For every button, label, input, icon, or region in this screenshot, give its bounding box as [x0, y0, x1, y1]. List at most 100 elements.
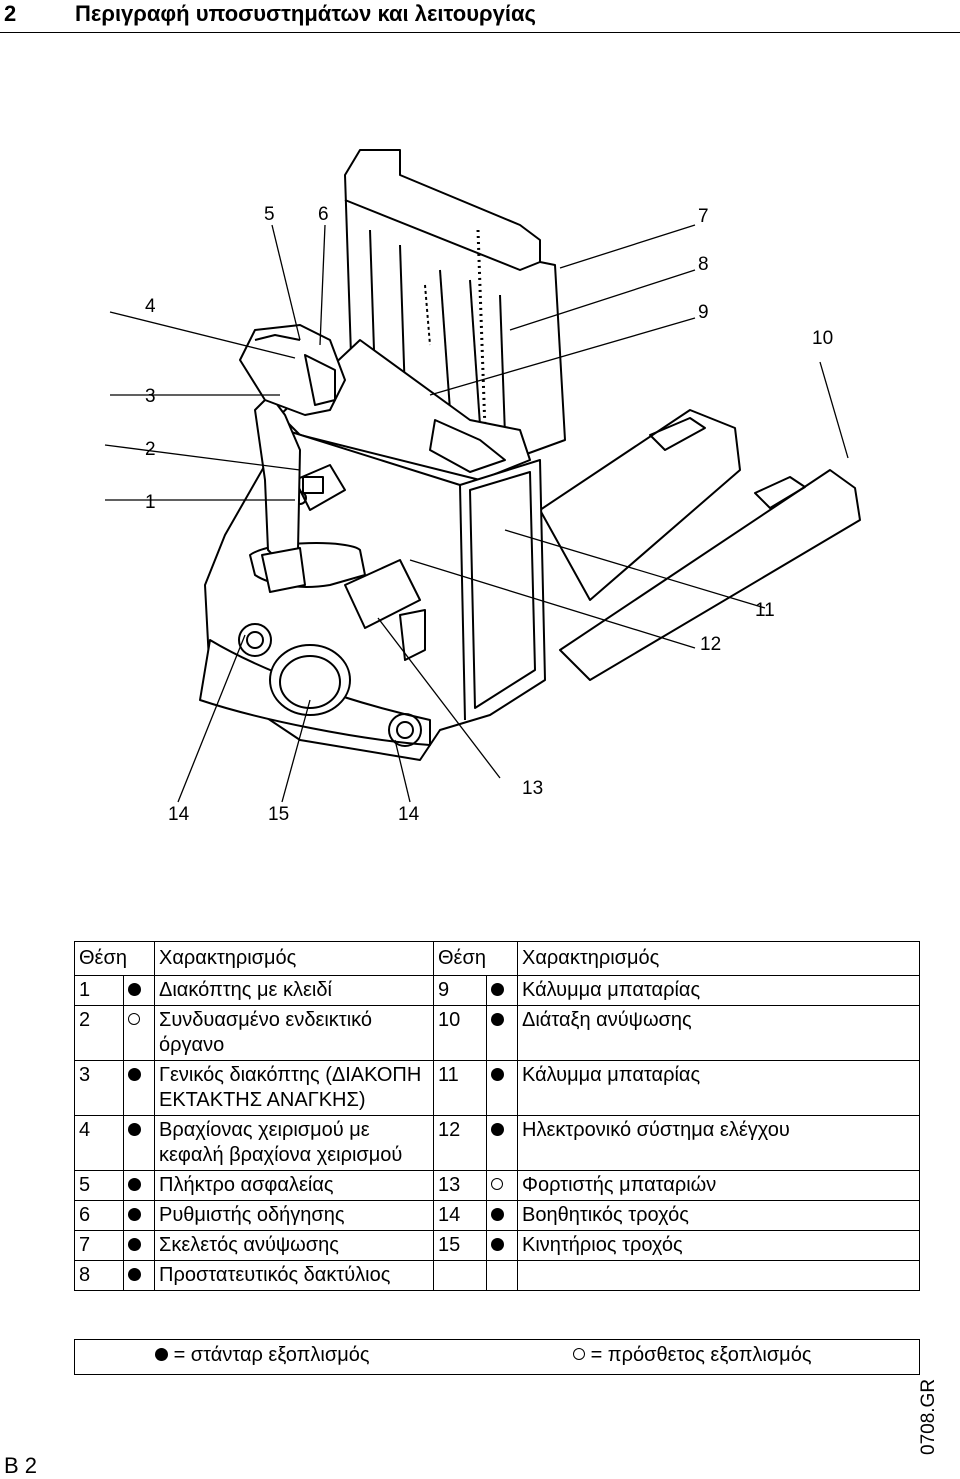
truck-drawing: 1 2 3 4 5 6 7 8 9 10 11 12 13 14 15 14: [104, 149, 861, 825]
position-cell-2: 10: [433, 1005, 487, 1061]
position-cell-2: 15: [433, 1230, 487, 1261]
description-cell-2: Κάλυμμα μπαταρίας: [517, 1060, 920, 1116]
equipment-type-cell-2: [486, 1260, 518, 1291]
chapter-title: Περιγραφή υποσυστημάτων και λειτουργίας: [75, 1, 536, 26]
filled-dot-icon: [491, 1067, 504, 1081]
table-row: 8 Προστατευτικός δακτύλιος: [74, 1260, 920, 1291]
position-cell: 3: [74, 1060, 124, 1116]
callout-14-right: 14: [398, 804, 420, 825]
callout-10: 10: [812, 328, 833, 349]
open-circle-icon: [491, 1178, 503, 1191]
filled-dot-icon: [491, 1012, 504, 1026]
legend-optional-text: = πρόσθετος εξοπλισμός: [590, 1344, 812, 1366]
chapter-number: 2: [4, 1, 17, 26]
document-id: 0708.GR: [918, 1378, 939, 1455]
equipment-type-cell: [123, 1115, 155, 1171]
description-cell-2: [517, 1260, 920, 1291]
filled-dot-icon: [128, 1067, 141, 1081]
filled-dot-icon: [491, 982, 504, 996]
callout-2: 2: [145, 439, 156, 460]
equipment-type-cell-2: [486, 1115, 518, 1171]
description-cell: Συνδυασμένο ενδεικτικό όργανο: [154, 1005, 434, 1061]
equipment-type-cell-2: [486, 1200, 518, 1231]
legend-standard: = στάνταρ εξοπλισμός: [155, 1344, 369, 1367]
position-cell-2: 9: [433, 975, 487, 1006]
equipment-type-cell: [123, 1170, 155, 1201]
equipment-type-cell-2: [486, 1230, 518, 1261]
callout-11: 11: [755, 600, 775, 621]
position-cell-2: [433, 1260, 487, 1291]
equipment-type-cell: [123, 1200, 155, 1231]
description-cell: Προστατευτικός δακτύλιος: [154, 1260, 434, 1291]
filled-dot-icon: [491, 1207, 504, 1221]
equipment-type-cell-2: [486, 1170, 518, 1201]
position-cell-2: 11: [433, 1060, 487, 1116]
equipment-type-cell-2: [486, 975, 518, 1006]
equipment-type-cell: [123, 1060, 155, 1116]
filled-dot-icon: [155, 1347, 168, 1361]
callout-8: 8: [698, 254, 709, 275]
filled-dot-icon: [491, 1122, 504, 1136]
filled-dot-icon: [128, 1122, 141, 1136]
description-cell-2: Ηλεκτρονικό σύστημα ελέγχου: [517, 1115, 920, 1171]
position-cell: 5: [74, 1170, 124, 1201]
filled-dot-icon: [128, 1237, 141, 1251]
description-cell: Ρυθμιστής οδήγησης: [154, 1200, 434, 1231]
equipment-type-cell-2: [486, 1060, 518, 1116]
callout-3: 3: [145, 386, 156, 407]
callout-7: 7: [698, 206, 709, 227]
description-cell: Σκελετός ανύψωσης: [154, 1230, 434, 1261]
header-description: Χαρακτηρισμός: [154, 941, 434, 976]
description-cell: Διακόπτης με κλειδί: [154, 975, 434, 1006]
position-cell-2: 13: [433, 1170, 487, 1201]
callout-14-left: 14: [168, 804, 190, 825]
header-description-2: Χαρακτηρισμός: [517, 941, 920, 976]
equipment-type-cell: [123, 1230, 155, 1261]
callout-leaders: [104, 224, 849, 803]
callout-1: 1: [145, 492, 156, 513]
position-cell: 7: [74, 1230, 124, 1261]
equipment-type-cell-2: [486, 1005, 518, 1061]
description-cell-2: Κάλυμμα μπαταρίας: [517, 975, 920, 1006]
description-cell-2: Βοηθητικός τροχός: [517, 1200, 920, 1231]
open-circle-icon: [573, 1348, 585, 1361]
open-circle-icon: [128, 1013, 140, 1026]
position-cell: 1: [74, 975, 124, 1006]
callout-13: 13: [522, 778, 543, 799]
filled-dot-icon: [128, 1207, 141, 1221]
filled-dot-icon: [128, 1177, 141, 1191]
page-number: B 2: [4, 1453, 38, 1478]
equipment-type-cell: [123, 1260, 155, 1291]
equipment-type-cell: [123, 1005, 155, 1061]
table-header-row: Θέση Χαρακτηρισμός Θέση Χαρακτηρισμός: [74, 941, 920, 976]
truck-illustration: 1 2 3 4 5 6 7 8 9 10 11 12 13 14 15 14: [0, 40, 960, 890]
description-cell: Βραχίονας χειρισμού με κεφαλή βραχίονα χ…: [154, 1115, 434, 1171]
header-position-2: Θέση: [433, 941, 518, 976]
legend: = στάνταρ εξοπλισμός = πρόσθετος εξοπλισ…: [74, 1339, 920, 1375]
tiller-arm: [239, 324, 346, 593]
callout-6: 6: [318, 204, 329, 225]
callout-4: 4: [145, 296, 156, 317]
description-cell: Πλήκτρο ασφαλείας: [154, 1170, 434, 1201]
filled-dot-icon: [491, 1237, 504, 1251]
position-cell: 2: [74, 1005, 124, 1061]
position-cell: 6: [74, 1200, 124, 1231]
callout-12: 12: [700, 634, 721, 655]
callout-15: 15: [268, 804, 289, 825]
description-cell-2: Κινητήριος τροχός: [517, 1230, 920, 1261]
callout-labels: 1 2 3 4 5 6 7 8 9 10 11 12 13 14 15 14: [145, 204, 833, 825]
position-cell-2: 14: [433, 1200, 487, 1231]
callout-5: 5: [264, 204, 275, 225]
filled-dot-icon: [128, 982, 141, 996]
description-cell-2: Φορτιστής μπαταριών: [517, 1170, 920, 1201]
forks: [539, 409, 861, 681]
position-cell: 8: [74, 1260, 124, 1291]
header-rule: [0, 32, 960, 33]
